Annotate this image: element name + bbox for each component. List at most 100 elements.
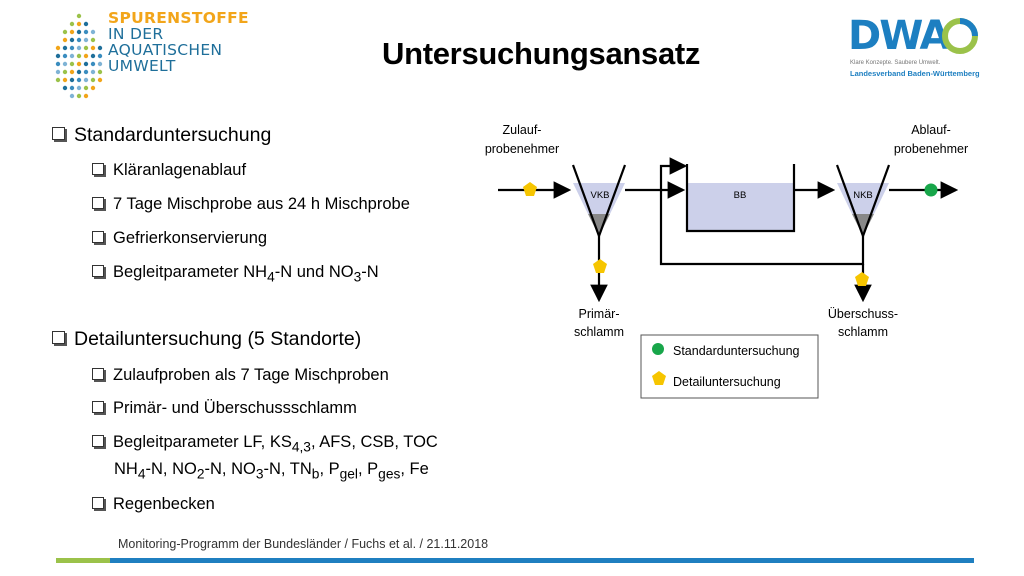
logo-dot	[97, 77, 103, 83]
logo-dot	[55, 45, 61, 51]
logo-line-2: IN DER	[108, 25, 164, 43]
ablauf-label-2: probenehmer	[894, 142, 968, 156]
logo-dot	[69, 61, 75, 67]
checkbox-bullet-icon	[92, 264, 104, 277]
bullet-text: Primär- und Überschussschlamm	[113, 399, 357, 417]
bullet-item: Zulaufproben als 7 Tage Mischproben	[92, 366, 389, 385]
logo-spurenstoffe: SPURENSTOFFE IN DER AQUATISCHEN UMWELT	[48, 4, 249, 102]
legend-standard-label: Standarduntersuchung	[673, 344, 800, 358]
text-part: Begleitparameter LF, KS	[113, 433, 292, 451]
bullet-item: 7 Tage Mischprobe aus 24 h Mischprobe	[92, 195, 410, 214]
logo-dot	[83, 29, 89, 35]
logo-line-3: AQUATISCHEN	[108, 41, 223, 59]
legend-box	[640, 334, 819, 399]
logo-dot	[62, 69, 68, 75]
detail-marker-icon	[523, 182, 537, 196]
detail-marker-icon	[855, 272, 869, 286]
checkbox-bullet-icon	[92, 434, 104, 447]
logo-dot	[83, 93, 89, 99]
logo-dot	[83, 21, 89, 27]
ring-icon	[942, 18, 978, 54]
logo-line-1: SPURENSTOFFE	[108, 9, 249, 27]
dwa-tagline: Klare Konzepte. Saubere Umwelt.	[850, 60, 941, 66]
logo-dot	[69, 69, 75, 75]
bullet-text: Standarduntersuchung	[74, 124, 272, 146]
footer-bar-green	[56, 558, 110, 563]
subscript: gel	[339, 466, 358, 482]
ueberschuss-label-2: schlamm	[838, 325, 888, 339]
logo-dot	[62, 61, 68, 67]
ueberschuss-label-1: Überschuss-	[828, 307, 898, 321]
logo-dot	[76, 29, 82, 35]
bullet-text: Zulaufproben als 7 Tage Mischproben	[113, 366, 389, 384]
bullet-text: 7 Tage Mischprobe aus 24 h Mischprobe	[113, 195, 410, 213]
bullet-text: Detailuntersuchung (5 Standorte)	[74, 328, 362, 350]
logo-dot	[83, 45, 89, 51]
logo-dot	[97, 53, 103, 59]
return-sludge-line	[659, 157, 865, 266]
drop-logo-icon	[55, 13, 103, 99]
text-part: -N, TN	[263, 460, 312, 478]
logo-dot	[55, 53, 61, 59]
bullet-item: Regenbecken	[92, 495, 215, 514]
text-part: Begleitparameter NH	[113, 263, 268, 281]
checkbox-bullet-icon	[92, 496, 104, 509]
logo-dot	[90, 85, 96, 91]
primaer-label-2: schlamm	[574, 325, 624, 339]
text-part: -N	[361, 263, 379, 281]
legend-detail-label: Detailuntersuchung	[673, 375, 781, 389]
dwa-subtitle: Landesverband Baden-Württemberg	[850, 69, 980, 78]
logo-dot	[90, 77, 96, 83]
logo-dot	[90, 69, 96, 75]
subscript: 3	[353, 269, 362, 285]
subscript: b	[311, 466, 320, 482]
logo-dot	[76, 85, 82, 91]
logo-dwa: DWA Klare Konzepte. Saubere Umwelt. Land…	[848, 14, 988, 84]
bullet-continuation: NH4-N, NO2-N, NO3-N, TNb, Pgel, Pges, Fe	[114, 460, 429, 481]
logo-dot	[69, 77, 75, 83]
checkbox-bullet-icon	[92, 196, 104, 209]
text-part: -N und NO	[274, 263, 354, 281]
footer-bar-blue	[110, 558, 974, 563]
logo-dot	[69, 53, 75, 59]
primaer-label-1: Primär-	[579, 307, 620, 321]
footer-text: Monitoring-Programm der Bundesländer / F…	[118, 537, 489, 551]
checkbox-bullet-icon	[92, 162, 104, 175]
bb-tank	[685, 164, 796, 233]
logo-dot	[69, 93, 75, 99]
bullet-item: Gefrierkonservierung	[92, 229, 267, 248]
logo-dot	[76, 53, 82, 59]
bullet-standard: Standarduntersuchung	[52, 124, 271, 147]
logo-dot	[76, 77, 82, 83]
bullet-detail: Detailuntersuchung (5 Standorte)	[52, 328, 361, 351]
subscript: 4,3	[291, 439, 311, 455]
logo-dot	[76, 37, 82, 43]
bullet-item: Kläranlagenablauf	[92, 161, 246, 180]
text-part: , P	[357, 460, 379, 478]
subscript: 4	[267, 269, 275, 285]
bb-label: BB	[734, 190, 747, 201]
page-title: Untersuchungsansatz	[382, 36, 701, 71]
subscript: 4	[137, 466, 146, 482]
checkbox-bullet-icon	[92, 230, 104, 243]
logo-dot	[76, 61, 82, 67]
logo-dot	[62, 53, 68, 59]
logo-dot	[83, 61, 89, 67]
text-part: -N, NO	[145, 460, 197, 478]
logo-dot	[69, 37, 75, 43]
text-part: NH	[114, 460, 138, 478]
bullet-item: Begleitparameter LF, KS4,3, AFS, CSB, TO…	[92, 433, 438, 454]
logo-dot	[55, 61, 61, 67]
logo-dot	[69, 85, 75, 91]
legend-detail-icon	[652, 371, 666, 385]
logo-dot	[90, 29, 96, 35]
checkbox-bullet-icon	[92, 400, 104, 413]
standard-marker-icon	[924, 183, 938, 197]
vkb-label: VKB	[590, 190, 609, 201]
bullet-text: Gefrierkonservierung	[113, 229, 268, 247]
logo-dot	[83, 77, 89, 83]
bullet-item: Primär- und Überschussschlamm	[92, 399, 357, 418]
logo-dot	[97, 61, 103, 67]
text-part: , Fe	[400, 460, 429, 478]
